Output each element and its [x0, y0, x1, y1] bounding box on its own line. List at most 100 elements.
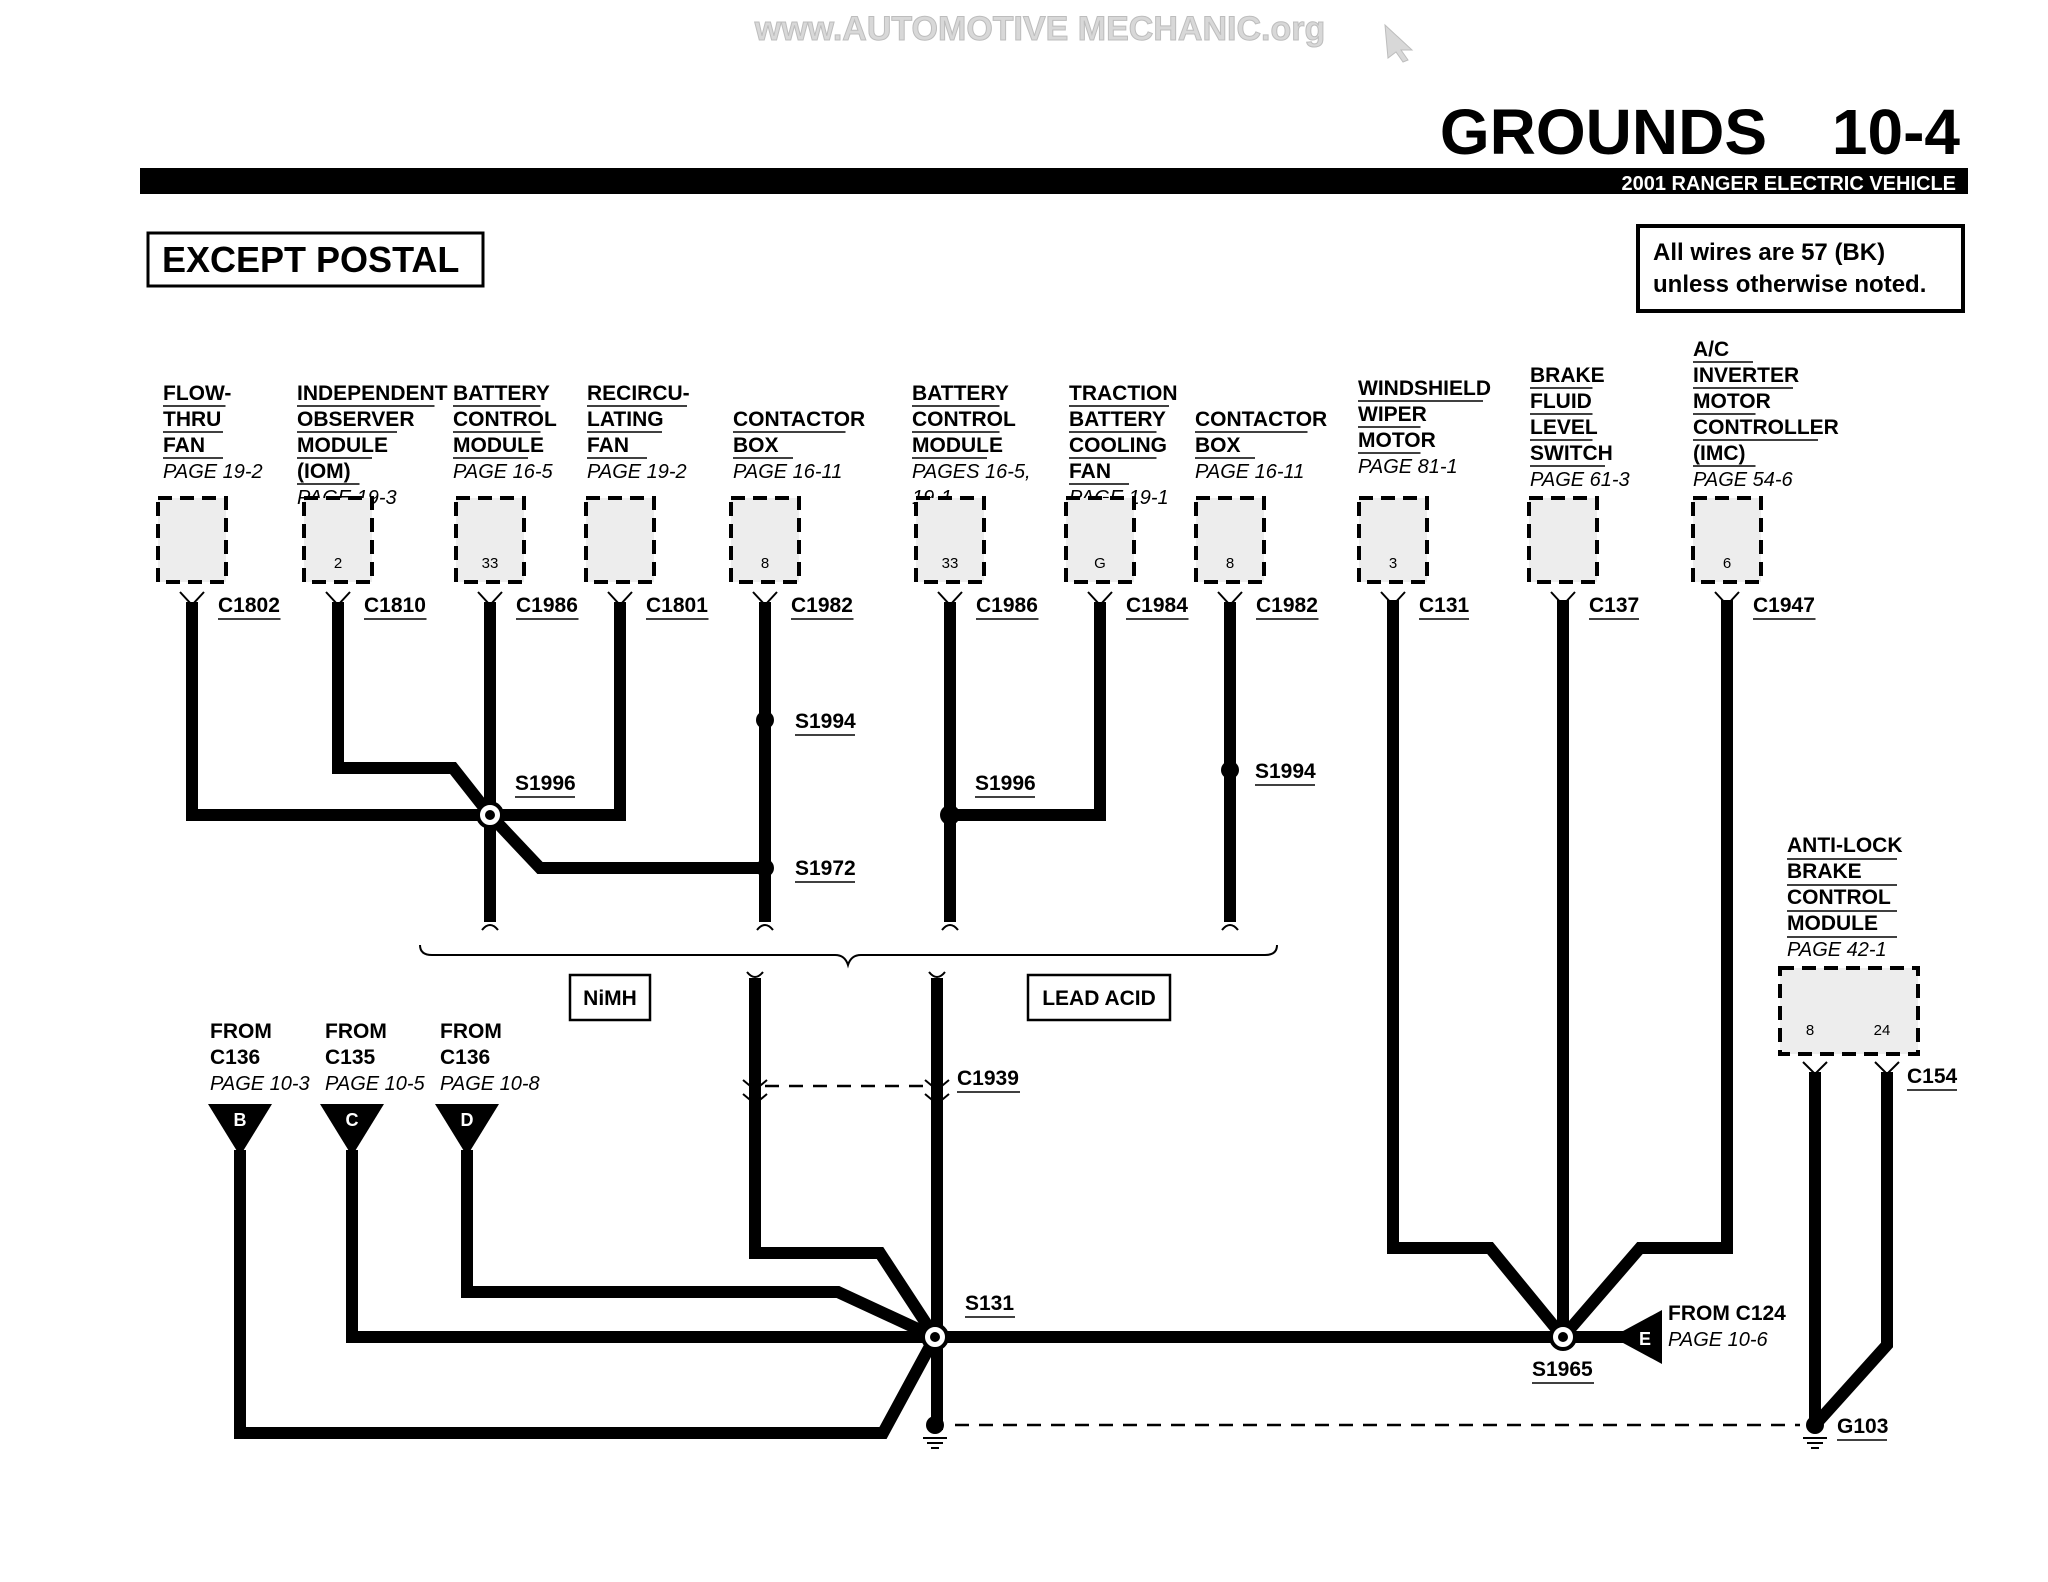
note-box — [1636, 224, 1965, 313]
from-c-from: FROM — [325, 1020, 387, 1043]
component-9-name-1: FLUID — [1530, 390, 1592, 413]
component-5-pin: 33 — [942, 555, 959, 572]
from-c-page: PAGE 10-5 — [325, 1073, 426, 1095]
component-2-box — [454, 496, 526, 584]
wire-c1947 — [1558, 600, 1733, 1341]
wire-c1802 — [186, 602, 490, 821]
component-8-terminal — [1380, 591, 1406, 607]
ground-symbol-g103 — [1803, 1416, 1827, 1449]
component-1-name-1: OBSERVER — [297, 408, 414, 431]
wire-c1801 — [490, 602, 626, 821]
label-s1972: S1972 — [795, 857, 856, 880]
nimh-box — [568, 973, 652, 1022]
from-d-arrow — [435, 1104, 499, 1156]
label-s1965: S1965 — [1532, 1358, 1593, 1381]
splices — [476, 711, 1577, 1351]
component-2-page-0: PAGE 16-5 — [453, 461, 554, 483]
component-0-terminal — [179, 591, 205, 607]
label-s1996-right: S1996 — [975, 772, 1036, 795]
component-4-box — [729, 496, 801, 584]
wire-c1984 — [950, 602, 1106, 821]
abs-module: ANTI-LOCK BRAKE CONTROL MODULE PAGE 42-1… — [1778, 834, 1958, 1091]
wire-from-c — [346, 1150, 935, 1343]
component-3-page-0: PAGE 19-2 — [587, 461, 687, 483]
component-10-page-0: PAGE 54-6 — [1693, 469, 1794, 491]
lead-acid-label: LEAD ACID — [1042, 987, 1156, 1010]
splice-s1994-left — [756, 711, 774, 729]
option-brace — [419, 944, 1278, 969]
component-9-name-3: SWITCH — [1530, 442, 1613, 465]
from-b-arrow — [208, 1104, 272, 1156]
lead-acid-box — [1026, 973, 1172, 1022]
component-4-name-1: BOX — [733, 434, 779, 457]
component-8-box — [1357, 496, 1429, 584]
component-2-pin: 33 — [482, 555, 499, 572]
component-5-name-1: CONTROL — [912, 408, 1016, 431]
abs-page: PAGE 42-1 — [1787, 939, 1887, 961]
component-6-name-1: BATTERY — [1069, 408, 1166, 431]
component-6-box — [1064, 496, 1136, 584]
component-6-name-2: COOLING — [1069, 434, 1167, 457]
component-7-name-1: BOX — [1195, 434, 1241, 457]
scope-box — [146, 231, 485, 288]
from-e-letter: E — [1639, 1329, 1651, 1349]
watermark: www.AUTOMOTIVE MECHANIC.org — [754, 10, 1325, 48]
component-9-box — [1527, 496, 1599, 584]
component-8-pin: 3 — [1389, 555, 1397, 572]
abs-name-1: ANTI-LOCK — [1787, 834, 1902, 857]
abs-connector: C154 — [1907, 1065, 1958, 1088]
component-9-terminal — [1550, 591, 1576, 607]
component-2-terminal — [477, 591, 503, 607]
component-6-terminal — [1087, 591, 1113, 607]
component-5-terminal — [937, 591, 963, 607]
component-8-name-2: MOTOR — [1358, 429, 1436, 452]
component-3-name-1: LATING — [587, 408, 664, 431]
page-number: 10-4 — [1832, 96, 1961, 168]
from-b-from: FROM — [210, 1020, 272, 1043]
component-9-page-0: PAGE 61-3 — [1530, 469, 1630, 491]
component-10-connector: C1947 — [1753, 594, 1815, 617]
component-2-connector: C1986 — [516, 594, 578, 617]
from-d-page: PAGE 10-8 — [440, 1073, 540, 1095]
vehicle-subtitle: 2001 RANGER ELECTRIC VEHICLE — [1621, 173, 1956, 195]
component-5-name-2: MODULE — [912, 434, 1003, 457]
component-2-name-0: BATTERY — [453, 382, 550, 405]
from-e-arrow — [1612, 1310, 1662, 1364]
c1939-label: C1939 — [957, 1067, 1019, 1090]
component-9-name-2: LEVEL — [1530, 416, 1598, 439]
component-6-pin: G — [1094, 555, 1106, 572]
abs-module-box — [1778, 966, 1920, 1056]
component-10-name-2: MOTOR — [1693, 390, 1771, 413]
component-10-name-1: INVERTER — [1693, 364, 1799, 387]
label-s131: S131 — [965, 1292, 1014, 1315]
abs-name-2: BRAKE — [1787, 860, 1862, 883]
component-8-page-0: PAGE 81-1 — [1358, 456, 1458, 478]
component-3-box — [584, 496, 656, 584]
component-1-pin: 2 — [334, 555, 342, 572]
component-4-name-0: CONTACTOR — [733, 408, 865, 431]
component-4-terminal — [752, 591, 778, 607]
ground-label: G103 — [1837, 1415, 1888, 1438]
component-6-name-3: FAN — [1069, 460, 1111, 483]
component-3-terminal — [607, 591, 633, 607]
component-1-name-0: INDEPENDENT — [297, 382, 448, 405]
component-8-name-1: WIPER — [1358, 403, 1427, 426]
component-0-connector: C1802 — [218, 594, 280, 617]
label-s1996-left: S1996 — [515, 772, 576, 795]
component-4-pin: 8 — [761, 555, 769, 572]
component-8-connector: C131 — [1419, 594, 1470, 617]
wire-c1810 — [332, 602, 495, 819]
component-1-name-3: (IOM) — [297, 460, 351, 483]
from-c-connector: C135 — [325, 1046, 376, 1069]
component-10-name-0: A/C — [1693, 338, 1729, 361]
component-1-terminal — [325, 591, 351, 607]
component-1-connector: C1810 — [364, 594, 426, 617]
abs-pin-24: 24 — [1874, 1022, 1891, 1039]
cursor-icon — [1384, 23, 1414, 63]
component-7-terminal — [1217, 591, 1243, 607]
wire-from-b — [234, 1150, 941, 1439]
from-c-letter: C — [346, 1110, 359, 1130]
component-9-name-0: BRAKE — [1530, 364, 1605, 387]
